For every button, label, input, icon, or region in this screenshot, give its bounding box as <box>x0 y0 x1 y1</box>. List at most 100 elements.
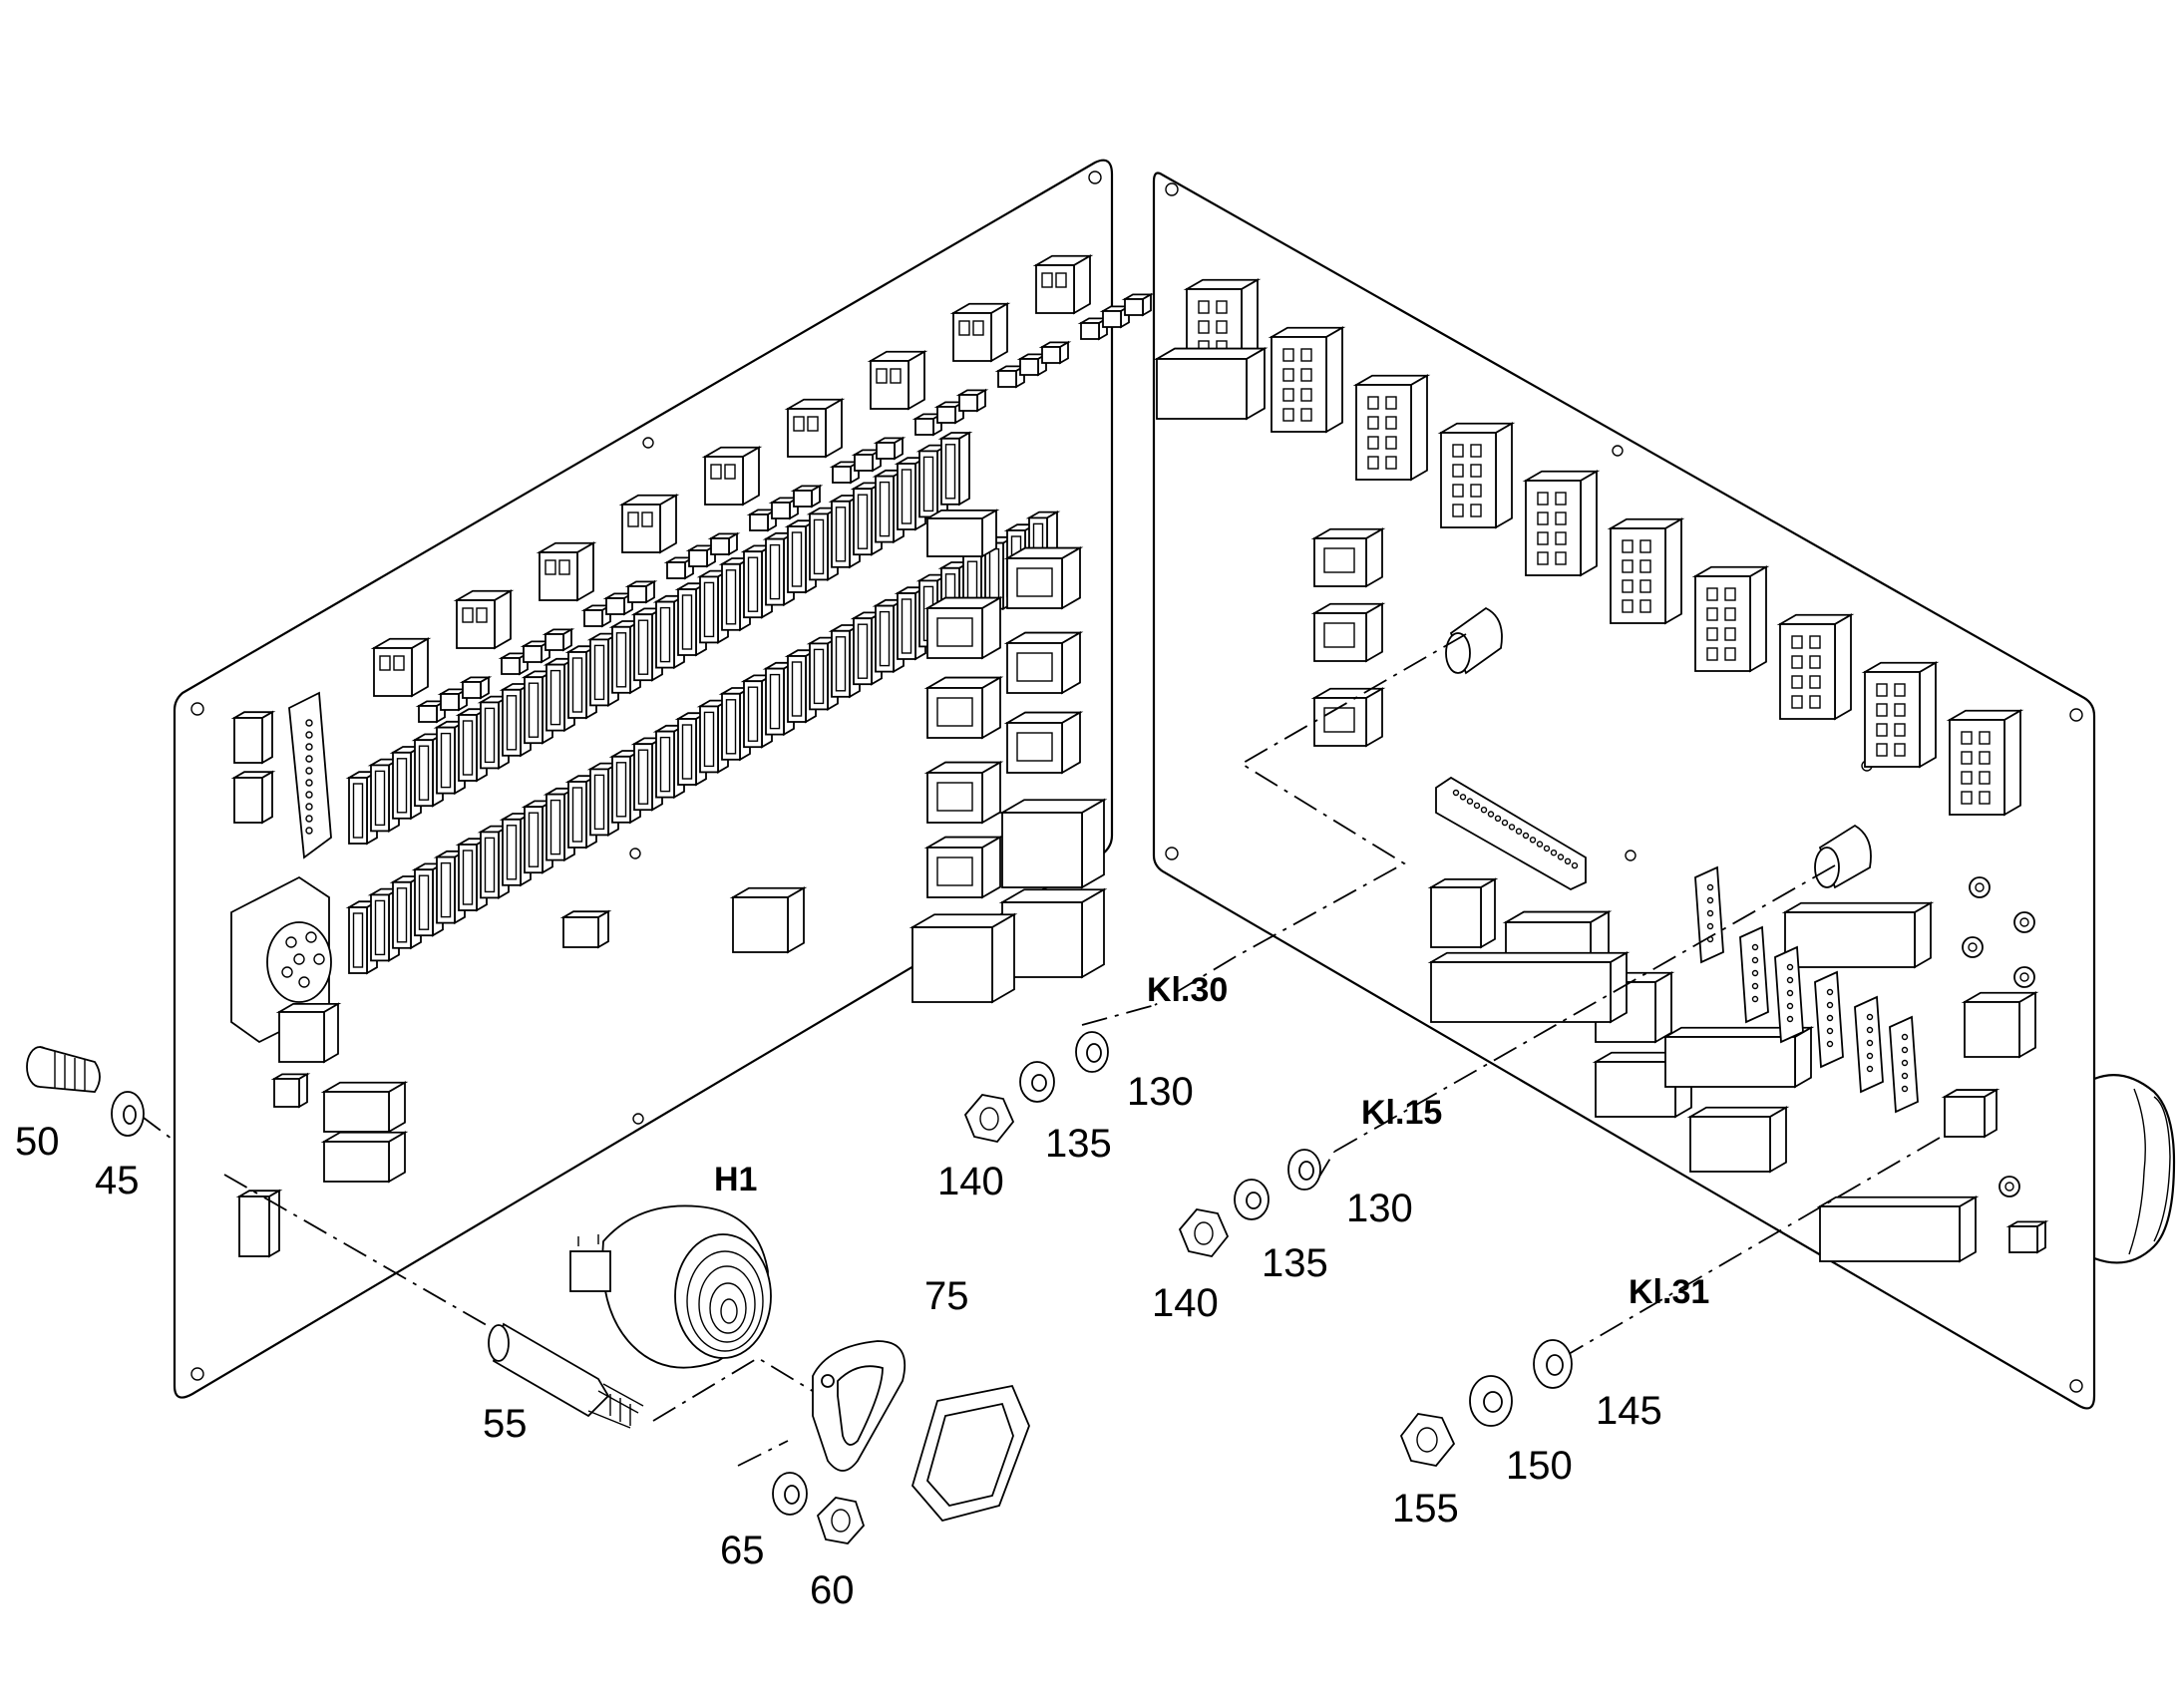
bracket-part-75 <box>812 1340 907 1472</box>
callout-55: 55 <box>483 1402 528 1446</box>
relay <box>1003 545 1084 610</box>
hardware-group-kl15 <box>1178 1149 1321 1257</box>
small-connector <box>1310 687 1386 748</box>
long-d-sub-connector <box>1435 776 1587 891</box>
terminal-block <box>459 675 493 700</box>
hardware-group-kl30 <box>963 1031 1109 1143</box>
callout-75: 75 <box>924 1274 969 1318</box>
callout-65: 65 <box>720 1529 765 1572</box>
harness-connector <box>1352 374 1431 482</box>
terminal-block <box>542 627 575 652</box>
relay-socket <box>453 589 515 650</box>
harness-connector <box>1437 422 1516 529</box>
relay <box>923 760 1004 825</box>
terminal-block <box>1077 316 1111 341</box>
relay <box>1003 710 1084 775</box>
harness-connector <box>1607 517 1685 625</box>
buzzer-part-h1 <box>569 1204 772 1369</box>
callout-140-kl15: 140 <box>1152 1281 1219 1325</box>
connector <box>1961 991 2039 1059</box>
connector <box>729 886 808 954</box>
harness-connector-wide <box>1153 346 1269 421</box>
terminal-block <box>1099 304 1133 329</box>
round-connector <box>230 875 332 1044</box>
long-connector <box>1816 1196 1980 1263</box>
ground-stud <box>1998 1176 2020 1197</box>
cylinder-socket <box>1814 824 1872 889</box>
terminal-strip <box>235 1189 283 1258</box>
relay <box>923 595 1004 660</box>
harness-connector <box>1268 326 1346 434</box>
connector <box>1427 877 1499 949</box>
label-kl31: Kl.31 <box>1629 1273 1709 1311</box>
connector <box>1686 1106 1790 1174</box>
relay-socket <box>784 398 846 459</box>
label-kl30: Kl.30 <box>1147 971 1228 1009</box>
label-h1: H1 <box>714 1161 757 1198</box>
terminal-block <box>1121 292 1155 317</box>
terminal-block <box>1016 352 1050 377</box>
fuse <box>718 686 754 762</box>
callout-140-kl30: 140 <box>937 1160 1004 1203</box>
stud-block <box>1941 1088 2000 1139</box>
nut-part-60 <box>816 1497 866 1544</box>
leader-lines <box>139 633 1941 1467</box>
relay-socket <box>536 541 597 602</box>
callout-130-kl30: 130 <box>1127 1070 1194 1114</box>
screw-part-50 <box>26 1046 101 1093</box>
relay-socket <box>1032 254 1094 315</box>
callout-145: 145 <box>1596 1389 1662 1433</box>
small-part <box>270 1072 311 1109</box>
callout-150: 150 <box>1506 1444 1573 1488</box>
relay <box>923 835 1004 899</box>
small-connector <box>1310 527 1386 588</box>
relay <box>923 675 1004 740</box>
relay-socket <box>618 494 680 554</box>
large-relay <box>908 912 1018 1004</box>
terminal-block <box>498 651 532 676</box>
callout-155: 155 <box>1392 1487 1459 1531</box>
terminal-block <box>1038 340 1072 365</box>
motor-housing <box>2093 1074 2176 1264</box>
harness-connector <box>1522 470 1601 577</box>
terminal-block <box>955 388 989 413</box>
small-part <box>2005 1219 2049 1254</box>
terminal-block <box>790 484 824 509</box>
long-connector <box>1781 901 1935 969</box>
relay <box>1003 630 1084 695</box>
callout-130-kl15: 130 <box>1346 1187 1413 1230</box>
washer-part-65 <box>772 1472 808 1516</box>
callout-135-kl30: 135 <box>1045 1122 1112 1166</box>
ground-stud <box>1962 936 1984 958</box>
fuse <box>937 431 973 507</box>
small-connector <box>1310 602 1386 663</box>
callout-60: 60 <box>810 1568 855 1612</box>
toggle-switch <box>559 909 612 949</box>
callout-50: 50 <box>15 1120 60 1164</box>
hex-ring-nut <box>910 1384 1030 1523</box>
d-sub-vertical <box>1694 865 1724 964</box>
harness-connector <box>1776 613 1855 721</box>
right-circuit-board <box>1152 171 2096 1410</box>
left-board-components <box>230 254 1155 1258</box>
long-connector <box>1427 951 1631 1024</box>
harness-connector <box>1946 709 2024 817</box>
d-sub-vertical <box>1889 1015 1919 1114</box>
terminal-block <box>707 531 741 556</box>
terminal-block <box>624 579 658 604</box>
d-sub-connector <box>288 691 332 859</box>
d-sub-vertical <box>1814 970 1844 1069</box>
callout-45: 45 <box>95 1159 140 1202</box>
d-sub-vertical <box>1854 995 1884 1094</box>
large-relay <box>998 887 1108 979</box>
long-connector <box>1661 1026 1815 1089</box>
switch-part <box>230 710 276 765</box>
d-sub-vertical <box>1739 925 1769 1024</box>
right-board-components <box>1153 278 2049 1263</box>
label-kl15: Kl.15 <box>1361 1094 1442 1132</box>
callout-135-kl15: 135 <box>1262 1241 1328 1285</box>
connector <box>1592 1051 1695 1119</box>
standoff-part-55 <box>488 1322 644 1429</box>
ground-stud <box>1969 876 1991 898</box>
